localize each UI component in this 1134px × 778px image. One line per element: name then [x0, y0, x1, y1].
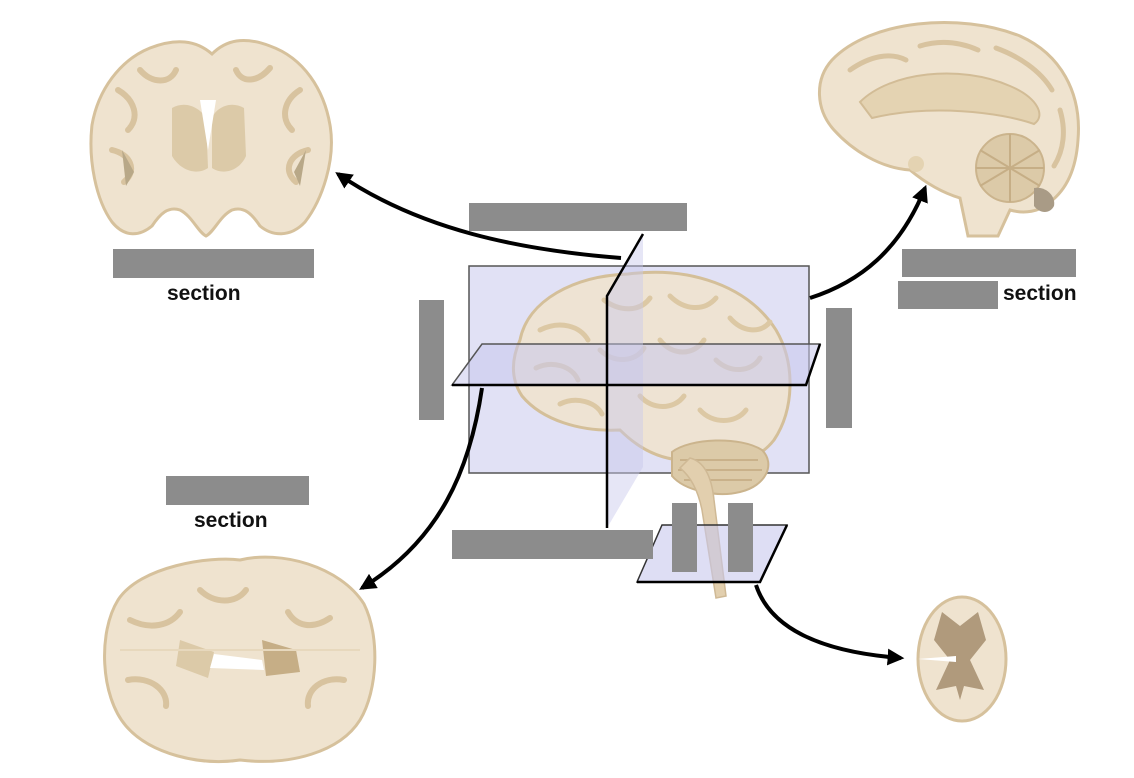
sagittal-section-label: section — [1003, 282, 1077, 305]
redacted-sagittal-plane-label — [469, 203, 687, 231]
arrow-to-sagittal — [809, 184, 928, 300]
redacted-left-vertical-label — [419, 300, 444, 420]
horizontal-section-label: section — [194, 509, 268, 532]
arrow-to-spinal-section — [754, 584, 905, 666]
coronal-section-label: section — [167, 282, 241, 305]
sagittal-plane — [607, 234, 643, 528]
spinal-cord-section-illustration — [916, 595, 1008, 723]
redacted-sagittal-name-line2 — [898, 281, 998, 309]
redacted-spinal-label-left — [672, 503, 697, 572]
redacted-coronal-name — [113, 249, 314, 278]
arrow-to-horizontal — [359, 387, 484, 590]
redacted-horizontal-plane-label — [452, 530, 653, 559]
horizontal-section-illustration — [103, 555, 377, 764]
redacted-sagittal-name-line1 — [902, 249, 1076, 277]
arrow-to-coronal — [335, 172, 622, 260]
redacted-spinal-label-right — [728, 503, 753, 572]
redacted-horizontal-name — [166, 476, 309, 505]
redacted-right-vertical-label — [826, 308, 852, 428]
coronal-section-illustration — [89, 39, 333, 238]
sagittal-section-illustration — [818, 21, 1080, 238]
